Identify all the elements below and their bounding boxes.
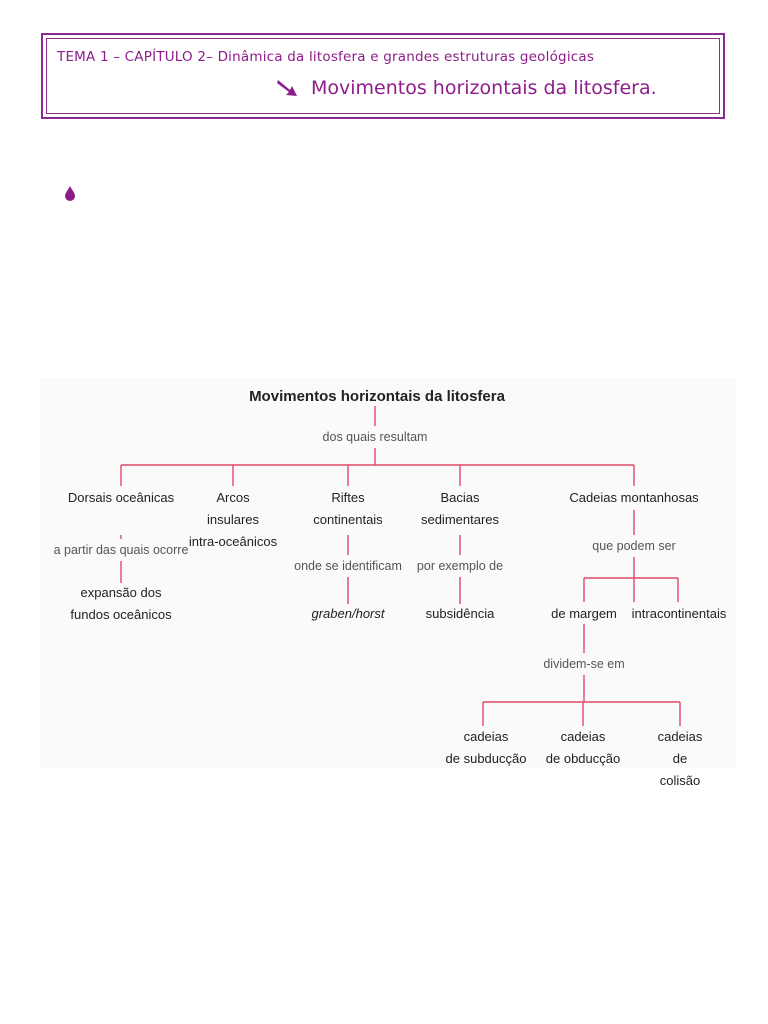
node-de-margem: de margem: [551, 606, 617, 621]
concept-map: Movimentos horizontais da litosfera dos …: [40, 378, 736, 788]
link-bacias: por exemplo de: [414, 555, 506, 577]
arrow-down-right-icon: [277, 80, 297, 96]
link-dorsais: a partir das quais ocorre: [51, 539, 191, 561]
node-cadeias-colisao: cadeias de colisão: [657, 729, 703, 788]
section-title-row: Movimentos horizontais da litosfera.: [275, 77, 657, 99]
node-arcos-insulares: Arcos insulares intra-oceânicos: [188, 490, 278, 549]
node-bacias-sedimentares: Bacias sedimentares: [420, 490, 500, 527]
chapter-title: TEMA 1 – CAPÍTULO 2– Dinâmica da litosfe…: [57, 49, 595, 65]
chapter-header: TEMA 1 – CAPÍTULO 2– Dinâmica da litosfe…: [41, 33, 725, 119]
link-cadeias: que podem ser: [590, 535, 678, 557]
node-intracontinentais: intracontinentais: [631, 606, 727, 621]
node-graben-horst: graben/horst: [311, 606, 385, 621]
node-expansao-fundos: expansão dos fundos oceânicos: [70, 585, 172, 622]
node-dorsais-oceanicas: Dorsais oceânicas: [67, 490, 175, 505]
root-link-label: dos quais resultam: [320, 426, 430, 448]
node-cadeias-obduccao: cadeias de obducção: [545, 729, 621, 766]
link-margem: dividem-se em: [541, 653, 627, 675]
node-cadeias-subduccao: cadeias de subducção: [445, 729, 527, 766]
link-riftes: onde se identificam: [292, 555, 404, 577]
header-inner-border: [46, 38, 720, 114]
node-riftes-continentais: Riftes continentais: [313, 490, 383, 527]
node-subsidencia: subsidência: [425, 606, 495, 621]
concept-map-lines: [120, 406, 681, 726]
node-cadeias-montanhosas: Cadeias montanhosas: [569, 490, 699, 505]
concept-map-title: Movimentos horizontais da litosfera: [249, 388, 505, 405]
section-title: Movimentos horizontais da litosfera.: [311, 77, 657, 99]
droplet-icon: [65, 186, 75, 201]
